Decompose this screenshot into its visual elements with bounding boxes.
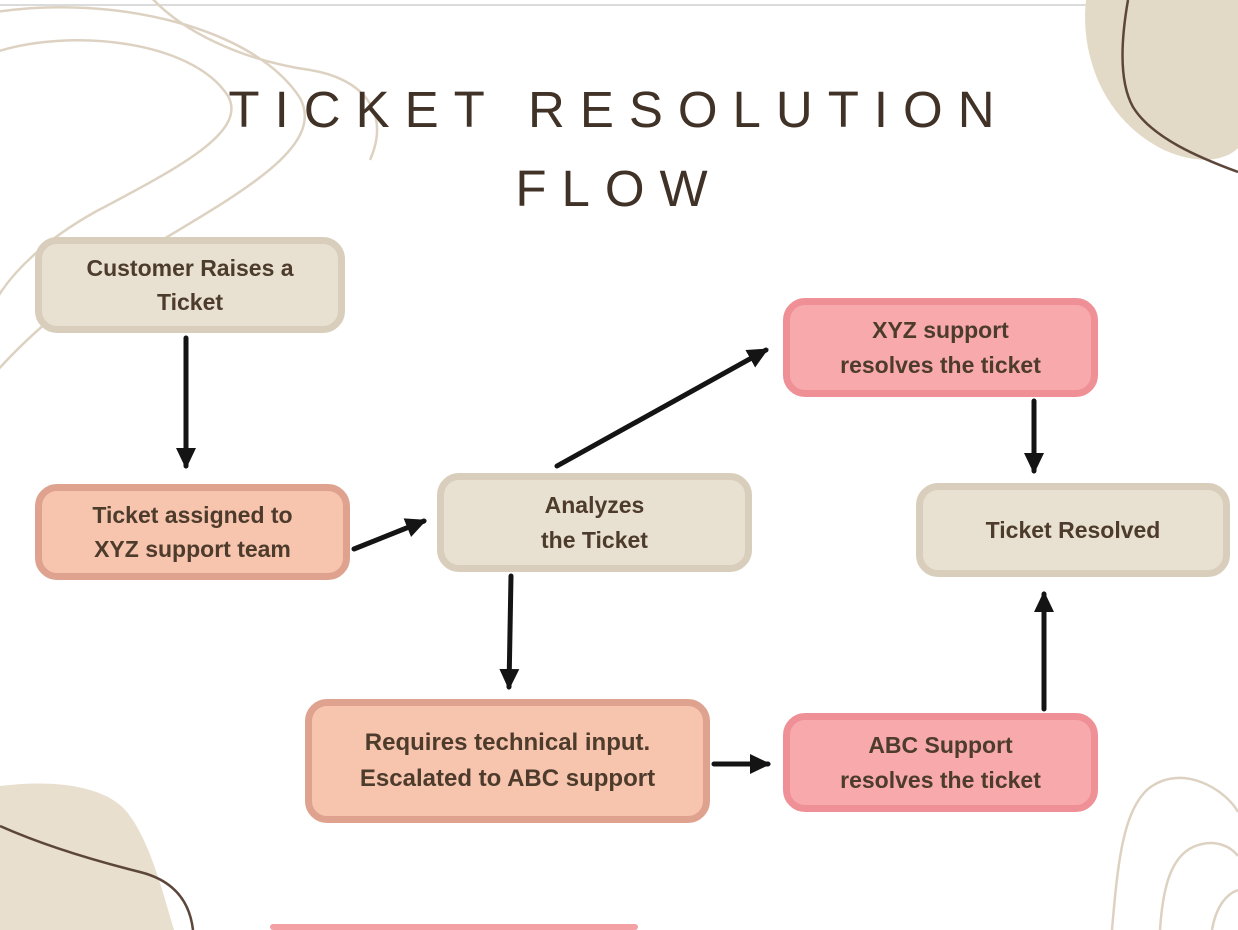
node-xyz-resolves-ticket: XYZ support resolves the ticket xyxy=(783,298,1098,397)
node-abc-resolves-ticket: ABC Support resolves the ticket xyxy=(783,713,1098,812)
node-customer-raises-ticket: Customer Raises a Ticket xyxy=(35,237,345,333)
squiggle-line-bottom-left xyxy=(0,824,195,930)
page-title-line2: FLOW xyxy=(515,160,723,218)
arrow-analyzes-to-xyz-resolves xyxy=(554,347,769,469)
squiggle-line-top-right xyxy=(1121,0,1238,174)
top-divider-line xyxy=(0,4,1238,6)
page-title-line1: TICKET RESOLUTION xyxy=(228,81,1010,138)
node-analyzes-ticket: Analyzes the Ticket xyxy=(437,473,752,572)
contour-lines-bottom-right xyxy=(1110,776,1238,930)
bottom-accent-bar xyxy=(270,924,638,930)
node-requires-escalation: Requires technical input. Escalated to A… xyxy=(305,699,710,823)
arrow-analyzes-to-escalation xyxy=(499,573,520,690)
node-ticket-resolved: Ticket Resolved xyxy=(916,483,1230,577)
page-title: TICKET RESOLUTION FLOW xyxy=(0,70,1238,228)
node-ticket-assigned-xyz: Ticket assigned to XYZ support team xyxy=(35,484,350,580)
arrow-assigned-to-analyzes xyxy=(351,518,427,552)
